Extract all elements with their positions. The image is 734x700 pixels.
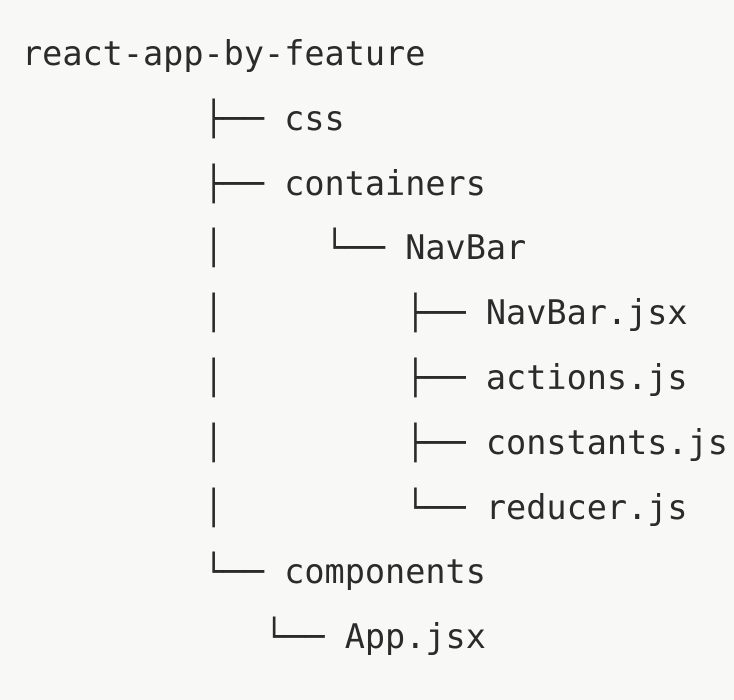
tree-branch-connector: └── <box>22 552 285 592</box>
tree-root-row: react-app-by-feature <box>22 22 734 87</box>
tree-row: └── components <box>22 540 734 605</box>
tree-branch-connector: ├── <box>22 163 285 203</box>
tree-row: ├── containers <box>22 152 734 217</box>
tree-file-label: reducer.js <box>485 487 688 527</box>
tree-directory-label: NavBar <box>405 228 527 268</box>
tree-row: │ ├── actions.js <box>22 346 734 411</box>
tree-branch-connector: └── <box>22 617 345 657</box>
tree-branch-connector: │ └── <box>22 228 406 268</box>
tree-row: │ ├── NavBar.jsx <box>22 281 734 346</box>
tree-row: │ └── reducer.js <box>22 476 734 541</box>
tree-row: └── App.jsx <box>22 605 734 670</box>
tree-directory-label: components <box>284 552 486 592</box>
tree-file-label: actions.js <box>485 357 688 397</box>
tree-directory-label: css <box>284 98 345 138</box>
tree-file-label: App.jsx <box>344 617 486 657</box>
tree-file-label: constants.js <box>485 422 728 462</box>
tree-branch-connector: │ ├── <box>22 422 486 462</box>
tree-branch-connector: ├── <box>22 98 285 138</box>
tree-directory-label: containers <box>284 163 486 203</box>
tree-file-label: NavBar.jsx <box>485 293 688 333</box>
tree-branch-connector: │ └── <box>22 487 486 527</box>
tree-row: │ ├── constants.js <box>22 411 734 476</box>
tree-branch-connector: │ ├── <box>22 293 486 333</box>
tree-row: ├── css <box>22 87 734 152</box>
tree-row: │ └── NavBar <box>22 216 734 281</box>
tree-directory-label: react-app-by-feature <box>22 34 426 73</box>
tree-branch-connector: │ ├── <box>22 357 486 397</box>
